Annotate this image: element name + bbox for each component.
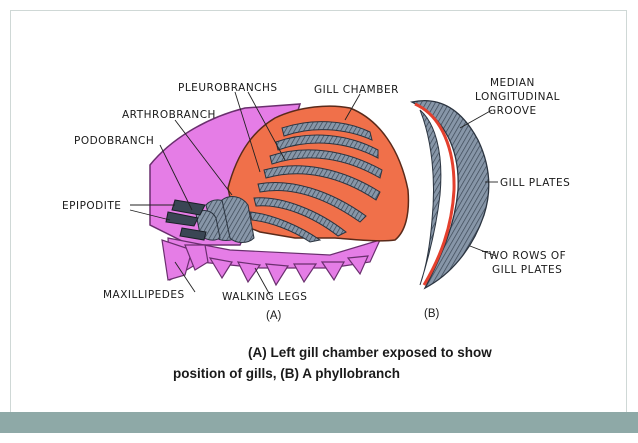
subfig-b-label: (B) (424, 308, 440, 320)
label-gill-chamber: GILL CHAMBER (314, 84, 399, 96)
label-two-rows-2: GILL PLATES (492, 264, 562, 276)
caption-line-1: (A) Left gill chamber exposed to show (248, 345, 492, 360)
phyllobranch (410, 100, 490, 290)
caption-line-2: position of gills, (B) A phyllobranch (173, 366, 400, 381)
gill-filaments (249, 121, 383, 243)
label-pleurobranchs: PLEUROBRANCHS (178, 82, 278, 94)
label-median-1: MEDIAN (490, 77, 535, 89)
label-podobranch: PODOBRANCH (74, 135, 154, 147)
label-gill-plates: GILL PLATES (500, 177, 570, 189)
subfig-a-label: (A) (266, 310, 282, 322)
footer-band (0, 412, 638, 433)
leader-lines (129, 91, 498, 296)
label-median-2: LONGITUDINAL (475, 91, 560, 103)
arthrobranch-gills (195, 196, 255, 243)
label-maxillipedes: MAXILLIPEDES (103, 289, 185, 301)
podobranch-shape (165, 199, 207, 241)
label-two-rows-1: TWO ROWS OF (481, 250, 566, 262)
label-walking-legs: WALKING LEGS (222, 291, 307, 303)
label-median-3: GROOVE (488, 105, 537, 117)
walking-legs (208, 255, 369, 287)
maxillipedes-shape (161, 239, 209, 281)
label-arthrobranch: ARTHROBRANCH (122, 109, 216, 121)
label-epipodite: EPIPODITE (62, 200, 121, 212)
